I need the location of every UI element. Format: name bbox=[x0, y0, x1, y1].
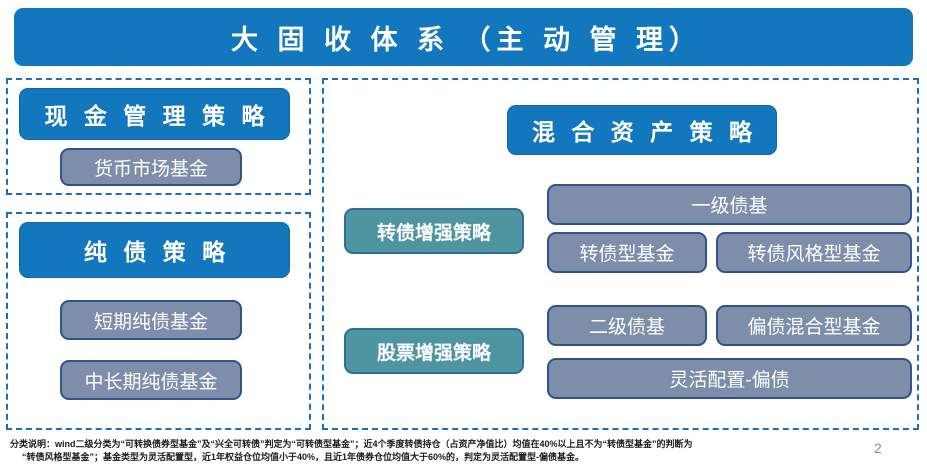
cash-strategy-header[interactable]: 现 金 管 理 策 略 bbox=[19, 88, 290, 140]
footnote: 分类说明：wind二级分类为“可转换债券型基金”及“兴全可转债”判定为“可转债型… bbox=[10, 438, 865, 464]
cash-item-money-market-fund[interactable]: 货币市场基金 bbox=[60, 148, 242, 186]
mixed-substrategy-convertible-enhanced[interactable]: 转债增强策略 bbox=[344, 208, 524, 254]
panel-mixed-asset bbox=[322, 78, 919, 430]
pure-bond-item-short-term[interactable]: 短期纯债基金 bbox=[60, 300, 242, 340]
mixed-substrategy-equity-enhanced[interactable]: 股票增强策略 bbox=[344, 328, 524, 374]
pure-bond-item-mid-long-term[interactable]: 中长期纯债基金 bbox=[60, 360, 242, 400]
footnote-line-2: “转债风格型基金”；基金类型为灵活配置型，近1年权益仓位均值小于40%，且近1年… bbox=[22, 452, 585, 462]
mixed-item-bond-oriented-hybrid-fund[interactable]: 偏债混合型基金 bbox=[716, 305, 912, 346]
footnote-line-1: 分类说明：wind二级分类为“可转换债券型基金”及“兴全可转债”判定为“可转债型… bbox=[10, 439, 693, 449]
mixed-item-flexible-allocation-bond-oriented[interactable]: 灵活配置-偏债 bbox=[547, 358, 912, 399]
panel-cash-management bbox=[6, 78, 311, 195]
page-number: 2 bbox=[874, 440, 882, 456]
slide-title-banner: 大 固 收 体 系 （主 动 管 理） bbox=[14, 8, 913, 66]
mixed-item-tier1-bond-fund[interactable]: 一级债基 bbox=[547, 184, 912, 225]
mixed-asset-strategy-header[interactable]: 混 合 资 产 策 略 bbox=[507, 105, 777, 155]
mixed-item-convertible-bond-fund[interactable]: 转债型基金 bbox=[547, 232, 707, 273]
panel-pure-bond bbox=[6, 212, 311, 430]
mixed-item-convertible-style-fund[interactable]: 转债风格型基金 bbox=[716, 232, 912, 273]
page-title: 大 固 收 体 系 （主 动 管 理） bbox=[230, 24, 702, 55]
mixed-item-tier2-bond-fund[interactable]: 二级债基 bbox=[547, 305, 707, 346]
pure-bond-strategy-header[interactable]: 纯 债 策 略 bbox=[19, 222, 290, 278]
